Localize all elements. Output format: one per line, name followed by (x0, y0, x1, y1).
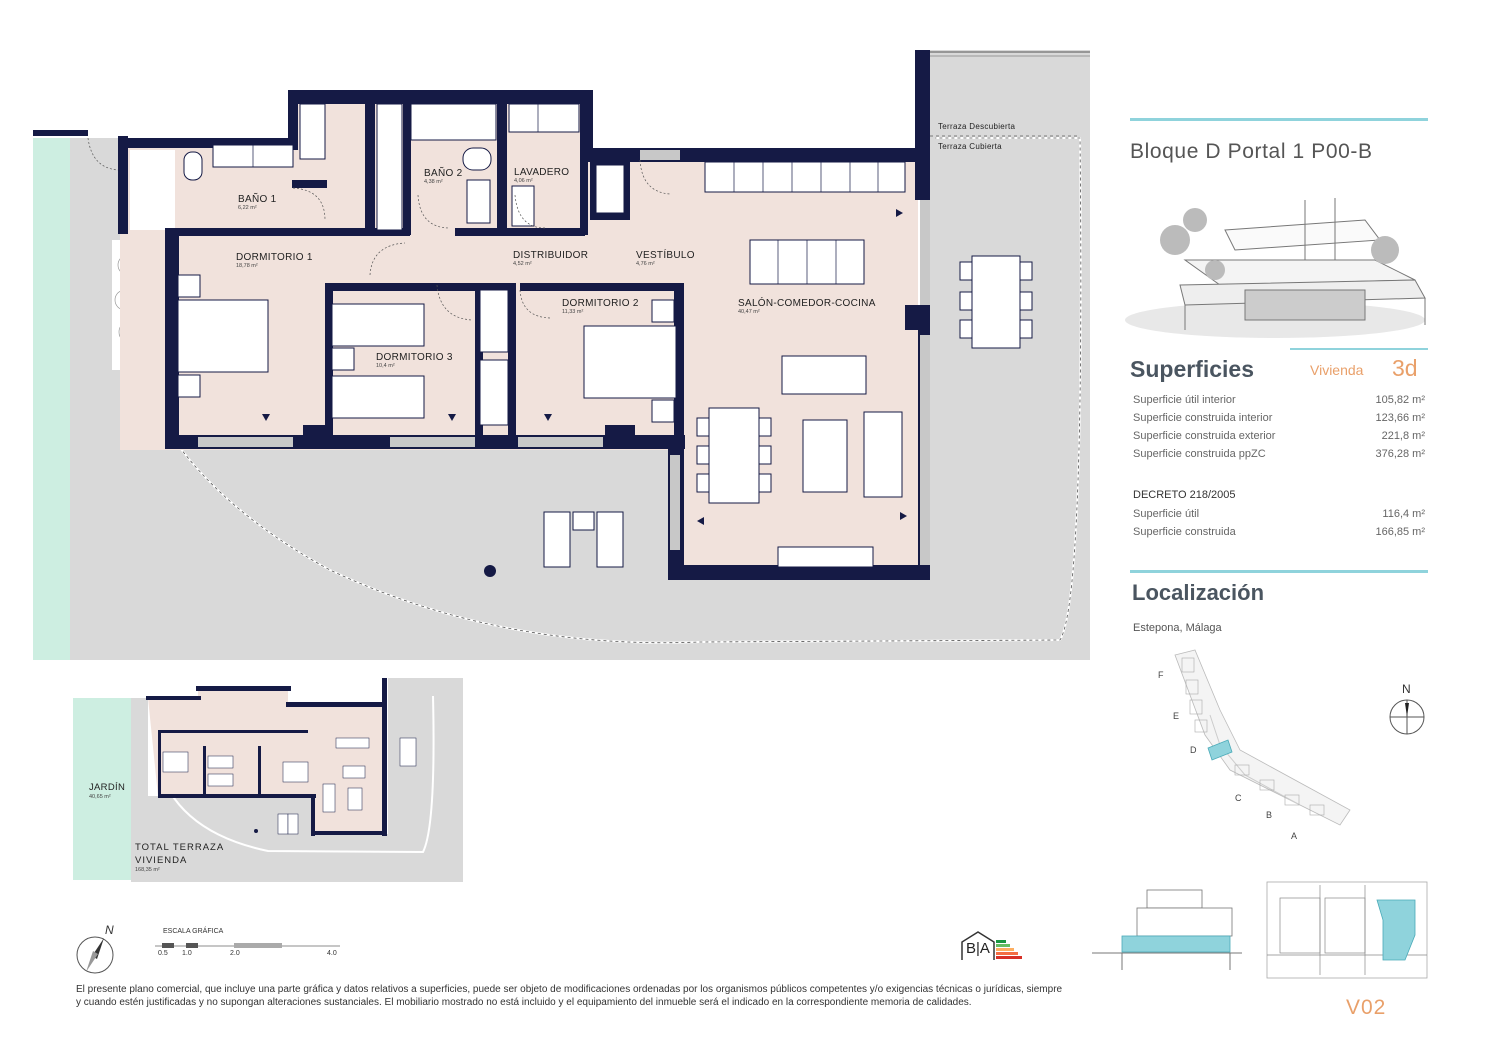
decreto-row: Superficie construida 166,85 m² (1133, 526, 1425, 544)
room-dormitorio2: DORMITORIO 2 11,33 m² (562, 298, 639, 315)
superficie-value: 105,82 m² (1375, 394, 1425, 406)
room-bano2: BAÑO 2 4,38 m² (424, 168, 463, 185)
superficie-row: Superficie construida exterior 221,8 m² (1133, 430, 1425, 448)
terrace-area (70, 50, 1090, 660)
decreto-heading: DECRETO 218/2005 (1133, 489, 1236, 501)
north-label: N (105, 923, 114, 937)
superficie-label: Superficie construida exterior (1133, 430, 1276, 442)
decreto-label: Superficie construida (1133, 526, 1236, 538)
section-diagram (1092, 889, 1242, 970)
superficies-heading: Superficies (1130, 356, 1254, 382)
scale-label: ESCALA GRÁFICA (163, 928, 224, 935)
page-code: V02 (1346, 996, 1387, 1019)
north-compass-icon (76, 936, 114, 974)
building-illustration (1125, 198, 1426, 338)
decreto-value: 166,85 m² (1375, 526, 1425, 538)
terrace-total-label-2: VIVIENDA (135, 855, 188, 866)
location-map (1174, 649, 1351, 826)
divider-localizacion (1130, 570, 1428, 573)
terrace-covered-label: Terraza Cubierta (938, 142, 1002, 151)
superficie-row: Superficie construida interior 123,66 m² (1133, 412, 1425, 430)
garden-area: 40,65 m² (89, 794, 111, 800)
room-vestibulo: VESTÍBULO 4,76 m² (636, 250, 695, 267)
block-label-a: A (1291, 831, 1298, 841)
block-label-c: C (1235, 793, 1242, 803)
decreto-row: Superficie útil 116,4 m² (1133, 508, 1425, 526)
divider-top (1130, 118, 1428, 121)
room-distribuidor: DISTRIBUIDOR 4,52 m² (513, 250, 589, 267)
superficie-value: 376,28 m² (1375, 448, 1425, 460)
terrace-total-label-1: TOTAL TERRAZA (135, 842, 225, 853)
scale-tick-3: 4.0 (327, 950, 337, 957)
scale-tick-2: 2.0 (230, 950, 240, 957)
decreto-value: 116,4 m² (1382, 508, 1425, 520)
floor-plan (33, 50, 1090, 660)
superficie-label: Superficie útil interior (1133, 394, 1236, 406)
room-bano1: BAÑO 1 6,22 m² (238, 194, 277, 211)
superficie-label: Superficie construida ppZC (1133, 448, 1266, 460)
room-dormitorio3: DORMITORIO 3 10,4 m² (376, 352, 453, 369)
energy-label-logo: B|A (960, 930, 1030, 965)
room-lavadero: LAVADERO 4,06 m² (514, 167, 570, 184)
block-label-b: B (1266, 810, 1273, 820)
vivienda-label: Vivienda (1310, 362, 1364, 378)
room-dormitorio1: DORMITORIO 1 18,78 m² (236, 252, 313, 269)
disclaimer-text: El presente plano comercial, que incluye… (76, 984, 1063, 1008)
superficie-value: 123,66 m² (1375, 412, 1425, 424)
scale-bar (155, 943, 340, 948)
vivienda-code: 3d (1392, 355, 1418, 381)
garden-strip (33, 138, 70, 660)
terrace-total-area: 168,35 m² (135, 867, 160, 873)
superficie-value: 221,8 m² (1381, 430, 1425, 442)
block-label-e: E (1173, 711, 1180, 721)
page-title: Bloque D Portal 1 P00-B (1130, 140, 1373, 163)
room-salon: SALÓN-COMEDOR-COCINA 40,47 m² (738, 298, 876, 315)
superficie-row: Superficie útil interior 105,82 m² (1133, 394, 1425, 412)
location-north-label: N (1402, 682, 1411, 696)
energy-logo-text: B|A (966, 940, 990, 957)
location-north-icon (1389, 699, 1425, 735)
decreto-label: Superficie útil (1133, 508, 1200, 520)
scale-tick-1: 1.0 (182, 950, 192, 957)
block-label-f: F (1158, 670, 1164, 680)
mini-floor-plan (73, 678, 463, 882)
garden-label: JARDÍN (89, 782, 126, 793)
superficie-label: Superficie construida interior (1133, 412, 1273, 424)
scale-tick-0: 0.5 (158, 950, 168, 957)
terrace-uncovered-label: Terraza Descubierta (938, 122, 1016, 131)
vivienda-divider (1290, 348, 1428, 350)
superficie-row: Superficie construida ppZC 376,28 m² (1133, 448, 1425, 466)
localizacion-place: Estepona, Málaga (1133, 622, 1222, 634)
key-plan-diagram (1266, 881, 1428, 979)
block-label-d: D (1190, 745, 1197, 755)
localizacion-heading: Localización (1132, 580, 1265, 605)
